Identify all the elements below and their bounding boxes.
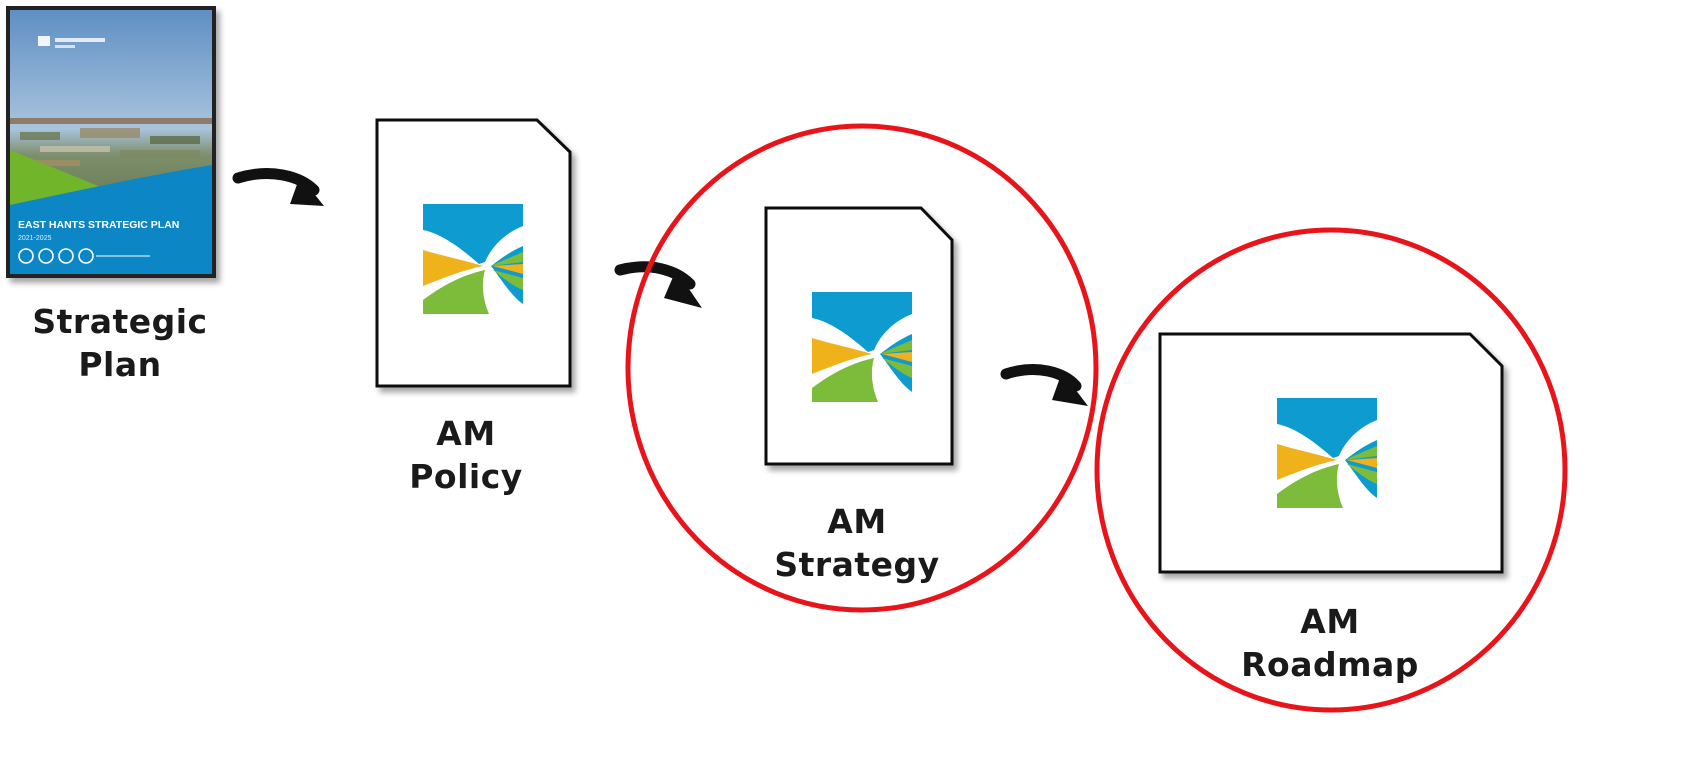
arrow-icon (1000, 364, 1088, 406)
cover-title: EAST HANTS STRATEGIC PLAN (18, 219, 179, 231)
am-logo-icon (423, 204, 523, 314)
strategic-plan-label: Strategic Plan (0, 300, 240, 386)
am-logo-icon (1277, 398, 1377, 508)
am-logo-icon (812, 292, 912, 402)
strategic-plan-cover: EAST HANTS STRATEGIC PLAN 2021-2025 (6, 6, 216, 278)
highlight-circle-roadmap (1094, 227, 1568, 713)
am-roadmap-label: AM Roadmap (1210, 600, 1450, 686)
highlight-circle-strategy (625, 123, 1099, 613)
am-policy-label-line1: AM (436, 414, 496, 453)
strategic-plan-label-line2: Plan (78, 345, 162, 384)
am-strategy-label-line2: Strategy (774, 545, 940, 584)
arrow-icon (614, 261, 702, 308)
arrow-icon (232, 168, 324, 206)
cover-years: 2021-2025 (18, 235, 52, 242)
am-roadmap-label-line1: AM (1300, 602, 1360, 641)
am-policy-label-line2: Policy (409, 457, 523, 496)
am-roadmap-label-line2: Roadmap (1241, 645, 1419, 684)
am-policy-label: AM Policy (346, 412, 586, 498)
am-strategy-label: AM Strategy (737, 500, 977, 586)
strategic-plan-label-line1: Strategic (32, 302, 208, 341)
am-strategy-label-line1: AM (827, 502, 887, 541)
